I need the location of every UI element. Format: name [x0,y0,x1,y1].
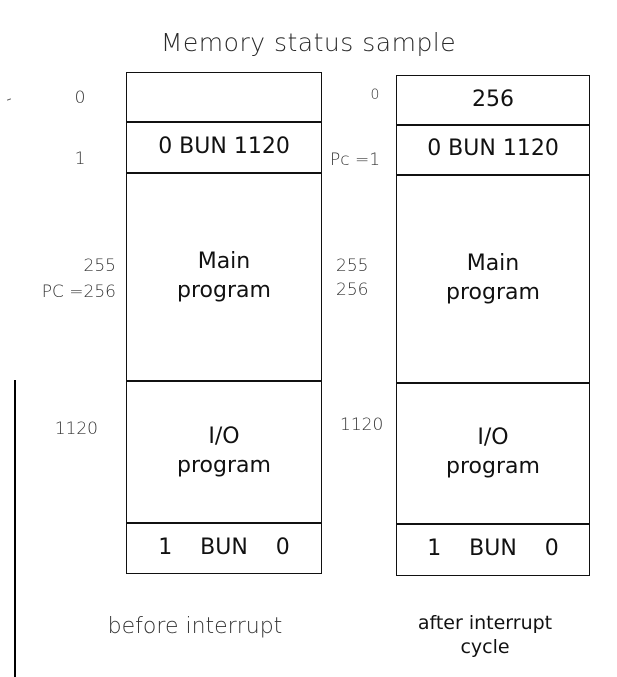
after-divider-2 [396,174,590,176]
before-memory-block [126,72,322,574]
before-last-word: 1 BUN 0 [158,534,290,560]
before-address-1120: 1120 [54,419,98,439]
before-caption: before interrupt [107,614,283,639]
before-main-program: Main program [177,248,271,303]
before-divider-2 [126,172,322,174]
after-caption: after interrupt cycle [417,612,553,658]
left-edge-line [14,380,16,677]
after-memory-block [396,75,590,576]
before-word-0 [127,73,321,121]
after-last-word: 1 BUN 0 [427,536,559,562]
after-address-0: 0 [370,87,380,103]
before-address-0: 0 [74,88,86,108]
after-address-1120: 1120 [340,415,384,435]
before-address-1: 1 [74,149,86,169]
after-main-program: Main program [446,250,540,305]
after-pc-label: Pc =1 [330,150,381,170]
after-io-program: I/O program [446,425,540,479]
after-address-256: 256 [336,280,369,300]
before-pc-label: PC =256 [41,282,116,302]
after-divider-3 [396,382,590,384]
after-word-0: 256 [472,86,514,112]
before-divider-4 [126,522,322,524]
diagram-title: Memory status sample [160,28,457,57]
before-word-1: 0 BUN 1120 [158,133,290,159]
after-word-1: 0 BUN 1120 [427,136,559,162]
before-io-program: I/O program [177,423,271,478]
before-address-255: 255 [83,256,116,276]
before-divider-1 [126,121,322,123]
after-divider-1 [396,124,590,126]
before-divider-3 [126,380,322,382]
after-divider-4 [396,523,590,525]
after-address-255: 255 [336,256,369,276]
stray-mark [6,98,12,101]
